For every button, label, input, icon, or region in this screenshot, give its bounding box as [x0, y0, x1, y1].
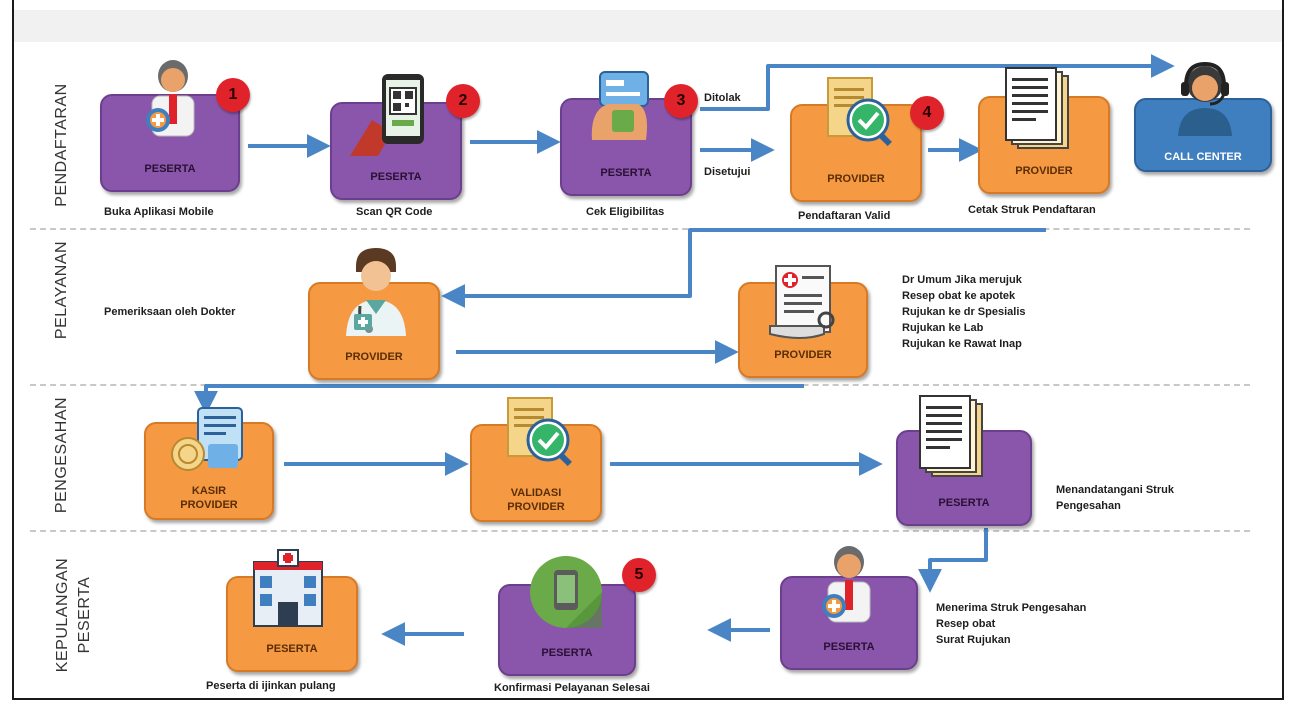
- branch-label-ditolak: Ditolak: [704, 92, 741, 104]
- node-label: PROVIDER: [345, 351, 403, 363]
- note-line: Surat Rujukan: [936, 634, 1011, 646]
- note-line: Resep obat ke apotek: [902, 290, 1016, 302]
- hospital-icon: [253, 549, 323, 627]
- note-line: Pengesahan: [1056, 500, 1121, 512]
- node-caption: Scan QR Code: [356, 206, 433, 218]
- node-label: PROVIDER: [774, 349, 832, 361]
- branch-label-disetujui: Disetujui: [704, 166, 751, 178]
- node-caption: Pendaftaran Valid: [798, 210, 891, 222]
- note-line: Rujukan ke dr Spesialis: [902, 306, 1026, 318]
- node-label: PESERTA: [823, 641, 875, 653]
- cashier-icon: [171, 407, 243, 471]
- receipt-stack-icon: [919, 395, 983, 477]
- prescription-icon: [769, 265, 835, 339]
- note-line: Menerima Struk Pengesahan: [936, 602, 1087, 614]
- arrow-8-9: [194, 384, 804, 415]
- arrow-3-callcenter: [700, 54, 1175, 111]
- node-caption: Buka Aplikasi Mobile: [104, 206, 214, 218]
- mobile-app-icon: [530, 556, 602, 628]
- doctor-icon: [346, 248, 406, 336]
- node-label: PROVIDER: [827, 173, 885, 185]
- notes-pelayanan: Dr Umum Jika merujuk Resep obat ke apote…: [902, 272, 1026, 352]
- node-label: VALIDASI PROVIDER: [507, 487, 565, 513]
- qr-phone-icon: [350, 74, 424, 156]
- node-label: PESERTA: [541, 647, 593, 659]
- node-label: KASIR PROVIDER: [180, 485, 238, 511]
- note-line: Menandatangani Struk: [1056, 484, 1174, 496]
- step-badge-2: 2: [446, 84, 480, 118]
- node-label: PESERTA: [938, 497, 990, 509]
- card-hand-icon: [591, 71, 649, 140]
- step-badge-5: 5: [622, 558, 656, 592]
- notes-kepulangan: Menerima Struk Pengesahan Resep obat Sur…: [936, 600, 1086, 648]
- notes-pengesahan: Menandatangani Struk Pengesahan: [1056, 482, 1174, 514]
- arrow-5-7: [441, 228, 1046, 308]
- node-caption: Peserta di ijinkan pulang: [206, 680, 336, 692]
- patient-icon: [146, 60, 195, 137]
- headset-operator-icon: [1178, 61, 1232, 136]
- note-line: Rujukan ke Rawat Inap: [902, 338, 1022, 350]
- arrow-11-12: [918, 528, 988, 593]
- patient-icon: [822, 546, 871, 623]
- document-check-icon: [827, 77, 892, 147]
- node-label: PESERTA: [600, 167, 652, 179]
- document-check-icon: [507, 397, 572, 467]
- step-badge-1: 1: [216, 78, 250, 112]
- step-badge-3: 3: [664, 84, 698, 118]
- receipt-stack-icon: [1005, 67, 1069, 149]
- node-label: PESERTA: [266, 643, 318, 655]
- node-caption: Cetak Struk Pendaftaran: [968, 204, 1096, 216]
- node-label: PESERTA: [370, 171, 422, 183]
- node-caption: Konfirmasi Pelayanan Selesai: [494, 682, 650, 694]
- header-band: [14, 10, 1282, 42]
- node-caption: Pemeriksaan oleh Dokter: [104, 306, 236, 318]
- node-label: CALL CENTER: [1164, 151, 1242, 163]
- node-caption: Cek Eligibilitas: [586, 206, 665, 218]
- step-badge-4: 4: [910, 96, 944, 130]
- note-line: Resep obat: [936, 618, 996, 630]
- lane-divider: [30, 228, 1250, 230]
- node-label: PROVIDER: [1015, 165, 1073, 177]
- node-label: PESERTA: [144, 163, 196, 175]
- note-line: Dr Umum Jika merujuk: [902, 274, 1022, 286]
- note-line: Rujukan ke Lab: [902, 322, 984, 334]
- lane-divider: [30, 530, 1250, 532]
